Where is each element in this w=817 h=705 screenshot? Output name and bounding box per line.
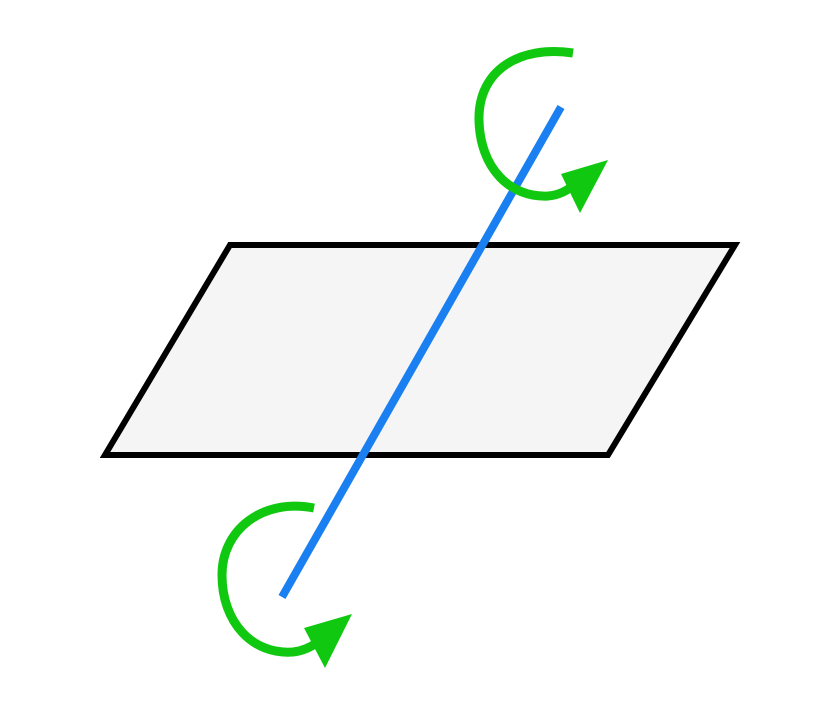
rotation-arrow-top-head xyxy=(561,160,608,213)
rotation-arrow-top-curve xyxy=(474,47,578,201)
rotation-arrow-top-icon xyxy=(474,47,608,213)
rotation-arrow-bottom-curve xyxy=(217,501,321,657)
rotation-arrow-bottom-head xyxy=(304,614,352,668)
rotation-arrow-bottom-icon xyxy=(217,501,352,668)
